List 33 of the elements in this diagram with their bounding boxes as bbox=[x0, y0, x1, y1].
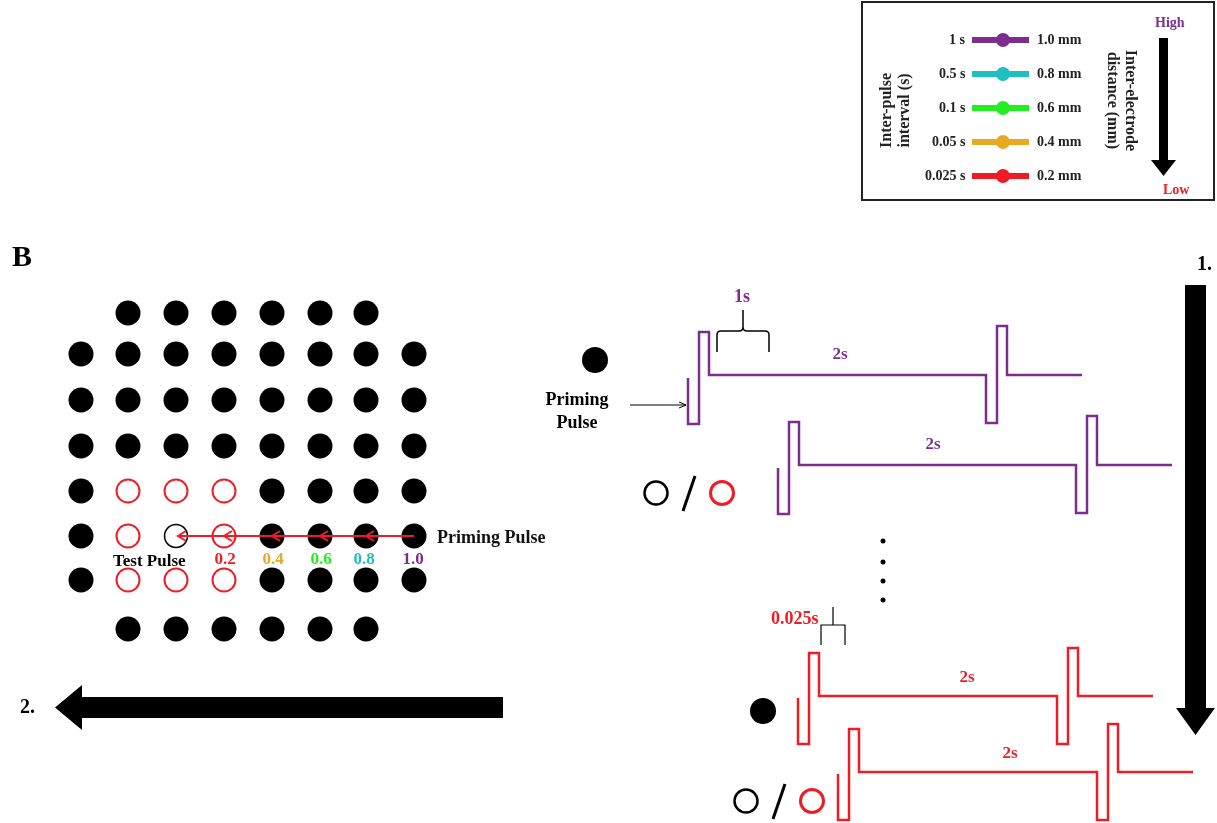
distance-value: 1.0 mm bbox=[1037, 33, 1082, 47]
panel-letter: B bbox=[12, 241, 32, 271]
interval-value: 0.05 s bbox=[932, 135, 966, 149]
interval-label: 0.025s bbox=[771, 609, 819, 627]
interval-value: 0.5 s bbox=[939, 67, 966, 81]
scale-high-label: High bbox=[1155, 16, 1185, 30]
pulse-waveform bbox=[686, 324, 1082, 426]
duration-label: 2s bbox=[959, 667, 975, 685]
distance-value: 0.8 mm bbox=[1037, 67, 1082, 81]
duration-label: 2s bbox=[1002, 743, 1018, 761]
duration-label: 2s bbox=[832, 344, 848, 362]
distance-value: 0.4 mm bbox=[1037, 135, 1082, 149]
distance-value: 0.4 bbox=[262, 549, 284, 567]
duration-label: 2s bbox=[925, 434, 941, 452]
distance-value: 0.6 mm bbox=[1037, 101, 1082, 115]
axis-title: Inter-pulse interval (s) bbox=[876, 71, 914, 150]
electrode-label: Priming Pulse bbox=[437, 528, 546, 546]
step-number: 1. bbox=[1197, 253, 1212, 273]
interval-value: 0.1 s bbox=[939, 101, 966, 115]
axis-title: Inter-electrode distance (mm) bbox=[1103, 48, 1141, 153]
distance-value: 0.8 bbox=[353, 549, 375, 567]
leader-line bbox=[629, 401, 687, 409]
callout-text: Priming Pulse bbox=[532, 387, 622, 435]
distance-value: 1.0 bbox=[402, 549, 424, 567]
distance-value: 0.2 mm bbox=[1037, 169, 1082, 183]
distance-value: 0.6 bbox=[310, 549, 332, 567]
interval-value: 1 s bbox=[949, 33, 965, 47]
scale-low-label: Low bbox=[1163, 183, 1190, 197]
step-number: 2. bbox=[20, 696, 35, 716]
distance-value: 0.2 bbox=[214, 549, 236, 567]
interval-value: 0.025 s bbox=[925, 169, 966, 183]
electrode-label: Test Pulse bbox=[113, 551, 186, 569]
interval-label: 1s bbox=[734, 287, 750, 305]
